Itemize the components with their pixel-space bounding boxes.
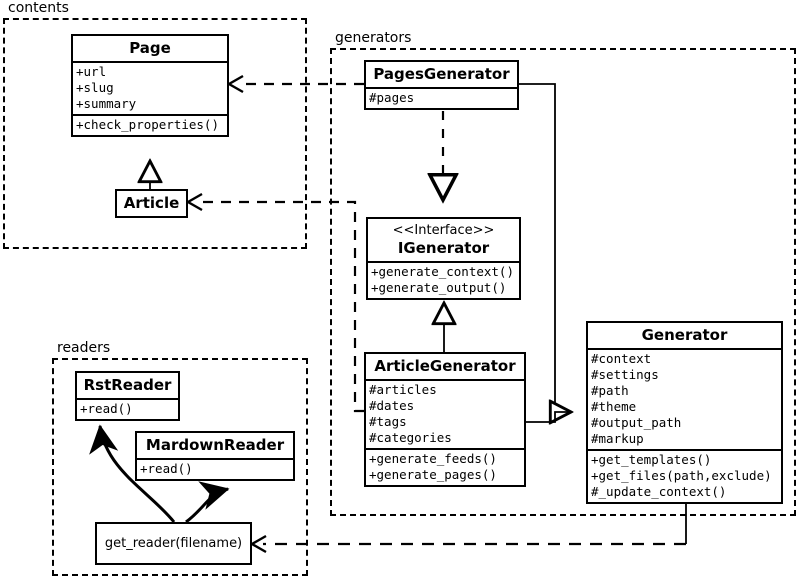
class-generator[interactable]: Generator #context #settings #path #them…	[586, 321, 783, 504]
attribute-row: #markup	[591, 431, 644, 446]
class-rstreader-operations: +read()	[77, 398, 178, 419]
class-igenerator[interactable]: <<Interface>> IGenerator +generate_conte…	[366, 217, 521, 300]
operation-row: #_update_context()	[591, 484, 727, 499]
class-pagesgenerator-attributes: #pages	[366, 87, 517, 108]
operation-row: +check_properties()	[76, 117, 219, 132]
attribute-row: #output_path	[591, 415, 682, 430]
class-article[interactable]: Article	[115, 189, 188, 218]
attribute-row: +url	[76, 64, 107, 79]
class-generator-attributes: #context #settings #path #theme #output_…	[588, 348, 781, 449]
function-get-reader[interactable]: get_reader(filename)	[95, 522, 252, 565]
package-readers-label: readers	[55, 340, 114, 356]
operation-row: +read()	[80, 401, 133, 416]
operation-row: +get_templates()	[591, 452, 712, 467]
class-articlegenerator[interactable]: ArticleGenerator #articles #dates #tags …	[364, 352, 526, 487]
class-generator-operations: +get_templates() +get_files(path,exclude…	[588, 449, 781, 502]
class-mardownreader-operations: +read()	[137, 458, 293, 479]
class-rstreader[interactable]: RstReader +read()	[75, 371, 180, 421]
attribute-row: #pages	[369, 90, 415, 105]
class-article-title: Article	[123, 194, 180, 212]
class-page-attributes: +url +slug +summary	[73, 61, 227, 114]
attribute-row: #categories	[369, 430, 452, 445]
class-pagesgenerator[interactable]: PagesGenerator #pages	[364, 60, 519, 110]
class-articlegenerator-operations: +generate_feeds() +generate_pages()	[366, 448, 524, 485]
attribute-row: #theme	[591, 399, 637, 414]
attribute-row: +slug	[76, 80, 114, 95]
attribute-row: #path	[591, 383, 629, 398]
class-page[interactable]: Page +url +slug +summary +check_properti…	[71, 34, 229, 137]
operation-row: +generate_pages()	[369, 467, 497, 482]
class-igenerator-name: IGenerator	[397, 239, 490, 257]
attribute-row: #tags	[369, 414, 407, 429]
class-mardownreader-title: MardownReader	[145, 436, 285, 454]
class-page-title: Page	[129, 39, 171, 57]
class-igenerator-operations: +generate_context() +generate_output()	[368, 261, 519, 298]
operation-row: +generate_context()	[371, 264, 514, 279]
attribute-row: #dates	[369, 398, 415, 413]
operation-row: +generate_feeds()	[369, 451, 497, 466]
class-page-operations: +check_properties()	[73, 114, 227, 135]
function-get-reader-label: get_reader(filename)	[104, 536, 243, 551]
class-igenerator-stereotype: <<Interface>>	[392, 223, 495, 238]
operation-row: +read()	[140, 461, 193, 476]
attribute-row: #articles	[369, 382, 437, 397]
attribute-row: +summary	[76, 96, 137, 111]
attribute-row: #settings	[591, 367, 659, 382]
operation-row: +get_files(path,exclude)	[591, 468, 772, 483]
package-generators-label: generators	[333, 30, 415, 46]
class-igenerator-title: <<Interface>> IGenerator	[368, 219, 519, 261]
package-contents	[3, 18, 307, 249]
class-rstreader-title: RstReader	[83, 376, 172, 394]
package-readers	[52, 358, 308, 576]
package-generators	[330, 48, 796, 516]
class-mardownreader[interactable]: MardownReader +read()	[135, 431, 295, 481]
attribute-row: #context	[591, 351, 652, 366]
class-pagesgenerator-title: PagesGenerator	[373, 65, 510, 83]
class-articlegenerator-title: ArticleGenerator	[374, 357, 516, 375]
class-articlegenerator-attributes: #articles #dates #tags #categories	[366, 379, 524, 448]
package-contents-label: contents	[6, 0, 72, 16]
class-generator-title: Generator	[641, 326, 728, 344]
operation-row: +generate_output()	[371, 280, 507, 295]
